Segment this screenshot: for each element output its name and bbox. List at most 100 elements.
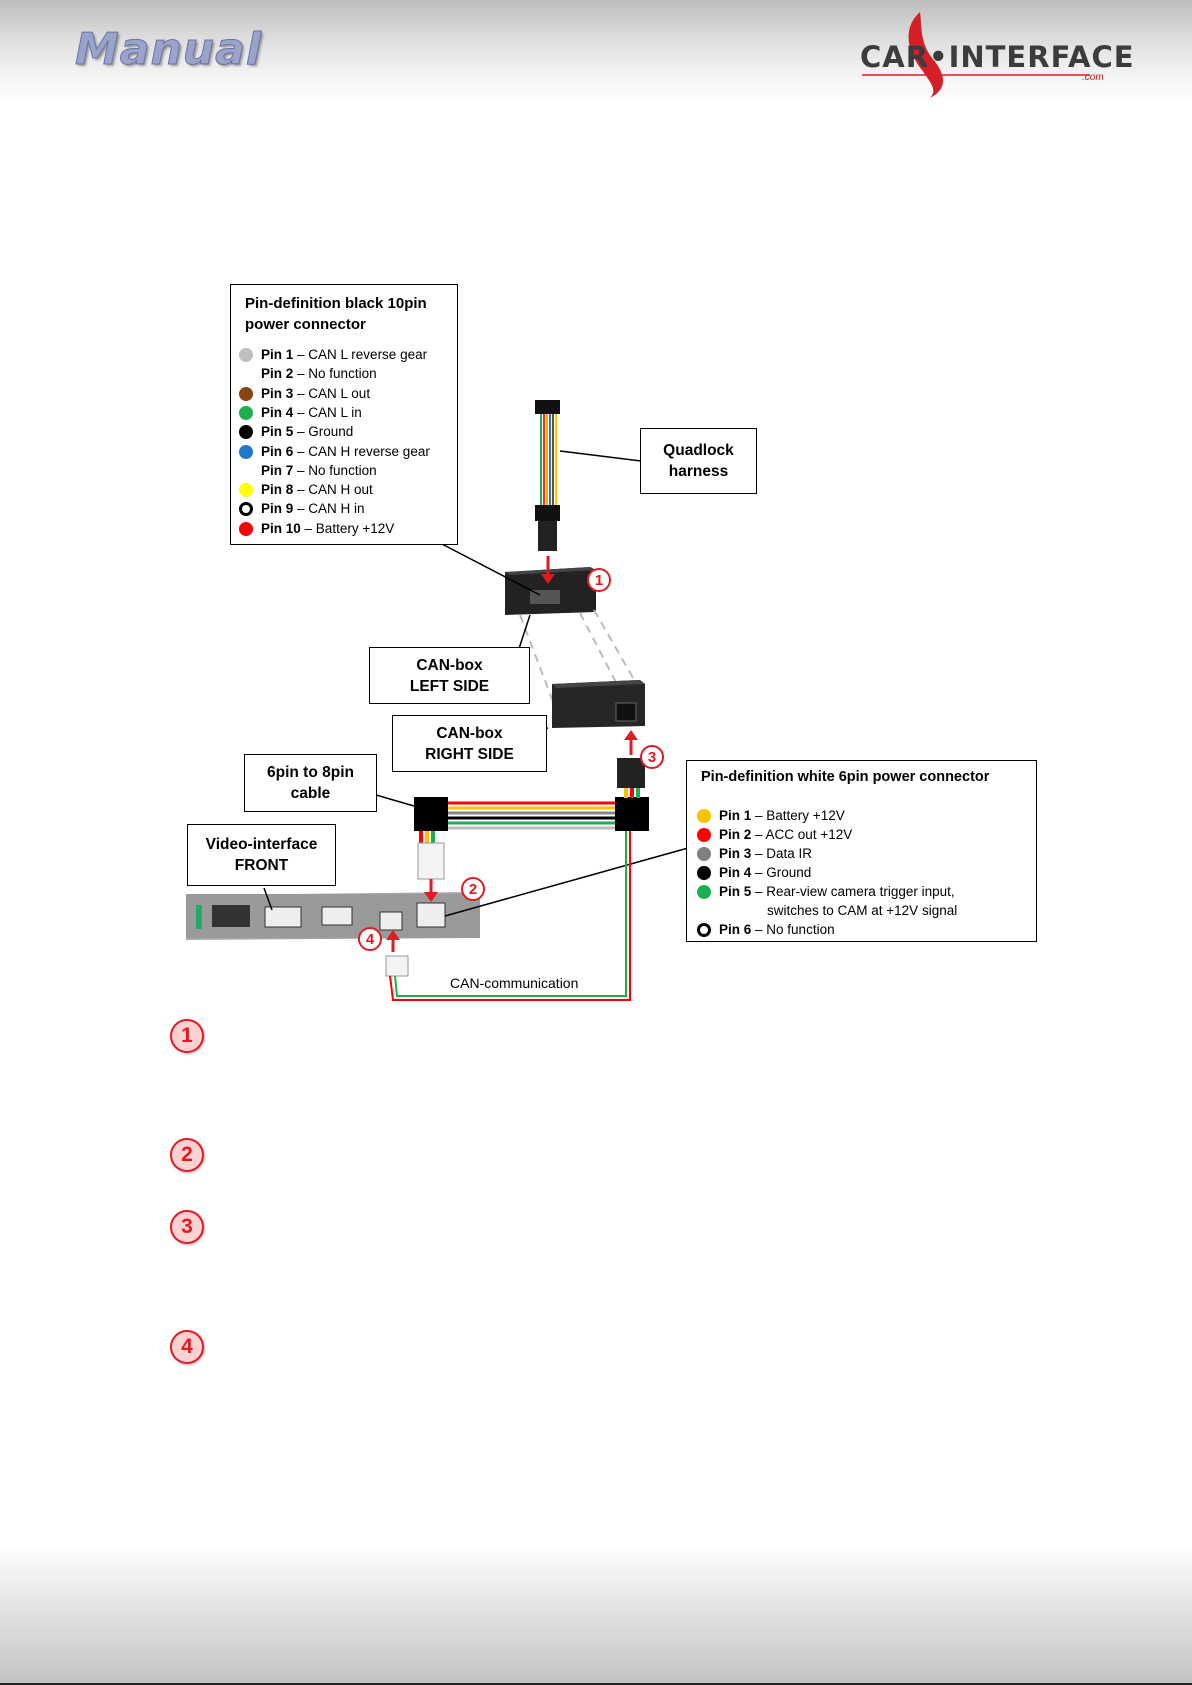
pin-color-dot-icon: [239, 348, 253, 362]
logo-text: CAR•INTERFACE: [860, 40, 1135, 74]
pin-description: – CAN L reverse gear: [297, 347, 428, 362]
cable-label: 6pin to 8pin cable: [244, 754, 377, 812]
canbox-left-line1: CAN-box: [416, 656, 483, 674]
step-marker-2: 2: [170, 1138, 204, 1172]
pin-color-dot-icon: [697, 828, 711, 842]
pin-color-dot-icon: [697, 923, 711, 937]
pin-description: – Data IR: [755, 846, 813, 861]
video-label-line1: Video-interface: [205, 836, 318, 853]
pin-row: Pin 2 – ACC out +12V: [719, 827, 852, 843]
pin-number: Pin 5: [261, 424, 294, 440]
pin-row: Pin 3 – CAN L out: [261, 386, 370, 402]
pin-color-dot-icon: [239, 502, 253, 517]
pin-number: Pin 6: [261, 443, 294, 459]
pin-description: – Battery +12V: [755, 808, 845, 823]
marker-4-small: 4: [358, 927, 382, 951]
step-marker-1: 1: [170, 1019, 204, 1053]
pin-color-dot-icon: [697, 885, 711, 899]
can-communication-label: CAN-communication: [450, 975, 579, 991]
cable-graphic: [375, 788, 649, 880]
marker-2-small: 2: [461, 877, 485, 901]
pin-number: Pin 1: [261, 347, 294, 362]
logo-suffix: .com: [1082, 72, 1104, 83]
pin-description: switches to CAM at +12V signal: [767, 903, 958, 918]
marker-3-small: 3: [640, 745, 664, 769]
quadlock-label-line2: harness: [668, 463, 729, 480]
pin-description: – No function: [297, 462, 377, 478]
pin-row: Pin 9 – CAN H in: [261, 501, 365, 517]
pin-color-dot-icon: [239, 386, 253, 401]
canbox-left-graphic: [439, 542, 596, 615]
canbox-right-graphic: [509, 614, 645, 736]
dashed-guides: [519, 609, 641, 721]
quadlock-label-line1: Quadlock: [663, 442, 734, 459]
pin-number: Pin 7: [261, 462, 294, 478]
pin-number: Pin 3: [719, 846, 752, 861]
pin-row: Pin 6 – CAN H reverse gear: [261, 444, 430, 460]
manual-title: Manual: [75, 24, 262, 76]
pin-color-dot-icon: [239, 425, 253, 440]
pin-color-dot-icon: [239, 521, 253, 536]
step-marker-3: 3: [170, 1210, 204, 1244]
pin-color-dot-icon: [239, 405, 253, 420]
pin-number: Pin 2: [261, 366, 294, 382]
pin-number: Pin 4: [719, 865, 752, 880]
pin-description: – Ground: [297, 424, 354, 440]
pin-color-dot-icon: [697, 847, 711, 861]
pin-row: Pin 3 – Data IR: [719, 846, 812, 862]
pin-description: – No function: [297, 366, 377, 382]
marker-1-small: 1: [587, 568, 611, 592]
pin-row: Pin 4 – Ground: [719, 865, 811, 881]
video-interface-label: Video-interface FRONT: [187, 824, 336, 886]
pin-description: – CAN H reverse gear: [297, 443, 430, 459]
page-footer: [0, 1545, 1192, 1685]
pin-row: Pin 2 – No function: [261, 366, 377, 382]
pin-description: – Rear-view camera trigger input,: [755, 884, 955, 899]
pin-color-dot-icon: [239, 483, 253, 498]
white-connector-box: Pin-definition white 6pin power connecto…: [686, 760, 1037, 942]
pin-description: – CAN H in: [297, 501, 365, 517]
white-connector-title: Pin-definition white 6pin power connecto…: [701, 769, 990, 785]
step-marker-4: 4: [170, 1330, 204, 1364]
logo-swoosh-icon: [862, 12, 1090, 98]
pin-row: Pin 1 – CAN L reverse gear: [261, 347, 427, 363]
quadlock-harness-graphic: [535, 400, 642, 551]
pin-number: Pin 8: [261, 482, 294, 498]
canbox-right-line2: RIGHT SIDE: [425, 745, 514, 763]
black-connector-title-2: power connector: [245, 316, 366, 333]
pin-color-dot-icon: [239, 444, 253, 459]
pin-row: Pin 7 – No function: [261, 463, 377, 479]
pin-color-dot-icon: [697, 866, 711, 880]
cable-label-line1: 6pin to 8pin: [267, 764, 354, 781]
black-connector-box: Pin-definition black 10pin power connect…: [230, 284, 458, 545]
pin-number: Pin 1: [719, 808, 752, 823]
pin-row: Pin 5 – Rear-view camera trigger input,: [719, 884, 955, 900]
page-header: [0, 0, 1192, 105]
video-label-line2: FRONT: [234, 857, 289, 874]
pin-description: – Ground: [755, 865, 812, 880]
pin-row: switches to CAM at +12V signal: [767, 903, 957, 919]
pin-description: – Battery +12V: [304, 520, 395, 536]
pin-row: Pin 10 – Battery +12V: [261, 521, 394, 537]
canbox-left-line2: LEFT SIDE: [409, 677, 490, 695]
quadlock-harness-label: Quadlock harness: [640, 428, 757, 494]
canbox-right-label: CAN-box RIGHT SIDE: [392, 715, 547, 772]
pin-description: – ACC out +12V: [755, 827, 853, 842]
pin-description: – No function: [755, 922, 835, 937]
pin-row: Pin 8 – CAN H out: [261, 482, 373, 498]
pin-description: – CAN L in: [297, 404, 362, 420]
canbox-left-label: CAN-box LEFT SIDE: [369, 647, 530, 704]
black-connector-title-1: Pin-definition black 10pin: [245, 295, 427, 312]
pin-number: Pin 9: [261, 501, 294, 517]
pin-row: Pin 4 – CAN L in: [261, 405, 362, 421]
pin-description: – CAN L out: [297, 385, 371, 401]
pin-color-dot-icon: [697, 809, 711, 823]
pin-row: Pin 6 – No function: [719, 922, 835, 938]
pin-description: – CAN H out: [297, 482, 373, 498]
cable-label-line2: cable: [290, 785, 331, 802]
pin-number: Pin 2: [719, 827, 752, 842]
car-interface-logo: CAR•INTERFACE .com: [860, 10, 1134, 100]
pin-number: Pin 10: [261, 520, 301, 536]
pin-number: Pin 6: [719, 922, 752, 937]
